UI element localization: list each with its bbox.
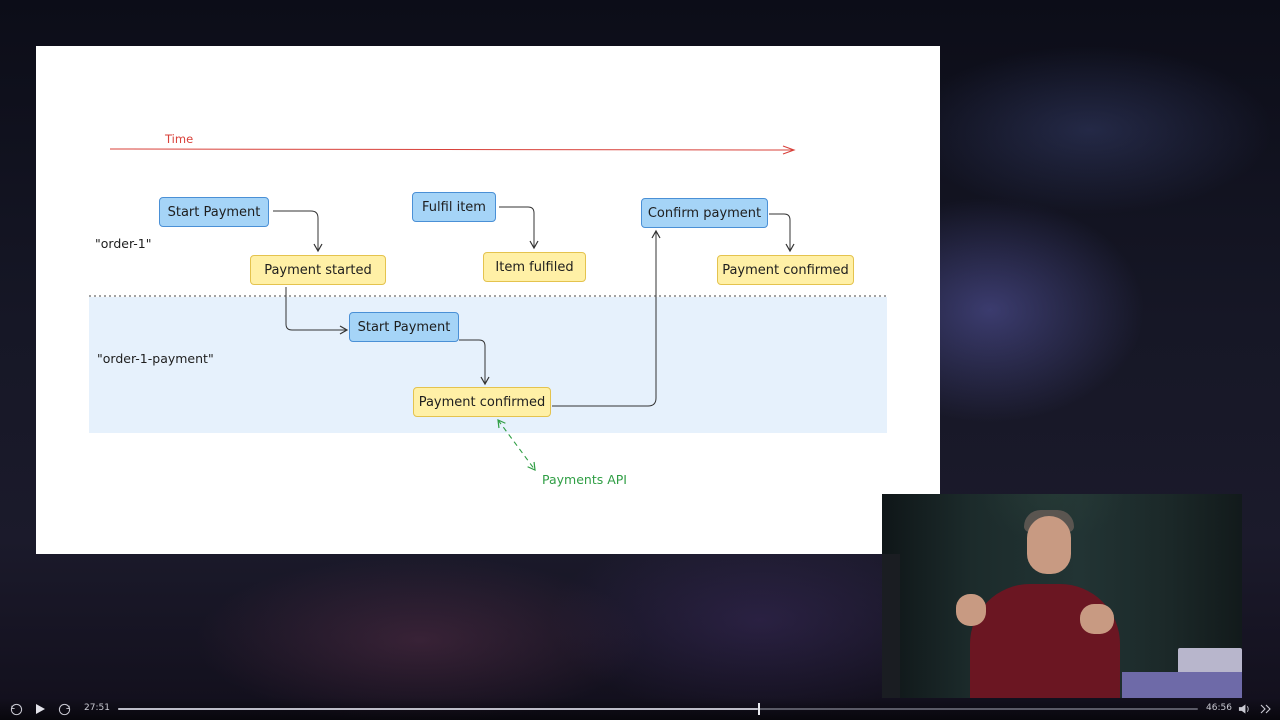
speaker-left-hand [956,594,986,626]
slide: Time "order-1" "order-1-payment" Start P… [36,46,940,554]
node-payment-started: Payment started [250,255,386,285]
rewind-15-icon[interactable] [9,702,23,716]
payments-api-label: Payments API [542,472,627,487]
time-arrow [109,145,796,155]
node-fulfil-item: Fulfil item [412,192,496,222]
arrow-confirm-to-confirmed [769,213,795,253]
podium [1122,672,1242,698]
node-start-payment-2: Start Payment [349,312,459,342]
node-payment-confirmed-2: Payment confirmed [413,387,551,417]
speaker-head [1027,516,1071,574]
arrow-confirmed2-to-confirm [552,229,661,407]
laptop [1178,648,1242,674]
volume-icon[interactable] [1237,702,1251,716]
diagram-connectors [89,145,887,471]
node-item-fulfilled: Item fulfiled [483,252,586,282]
play-icon[interactable] [33,702,47,716]
player-controls: 27:51 46:56 [0,698,1280,720]
arrow-payments-api [497,419,536,471]
lane-label-order-1: "order-1" [95,236,152,251]
skip-icon[interactable] [1259,702,1273,716]
arrow-start-to-started [273,210,323,253]
progress-fill [118,708,759,710]
current-time: 27:51 [84,703,110,713]
speaker-video-overlay [882,494,1242,698]
arrow-start2-to-confirmed2 [459,339,490,386]
time-label: Time [165,132,194,146]
speaker-right-hand [1080,604,1114,634]
duration: 46:56 [1206,703,1232,713]
progress-track[interactable] [118,703,1198,715]
node-confirm-payment: Confirm payment [641,198,768,228]
arrow-started-to-start2 [285,287,349,335]
stage-pillar [882,554,900,698]
arrow-fulfil-to-fulfilled [499,206,539,250]
node-payment-confirmed: Payment confirmed [717,255,854,285]
lane-label-order-1-payment: "order-1-payment" [97,351,214,366]
forward-15-icon[interactable] [57,702,71,716]
progress-scrubber[interactable] [758,703,761,715]
speaker-torso [970,584,1120,698]
node-start-payment: Start Payment [159,197,269,227]
